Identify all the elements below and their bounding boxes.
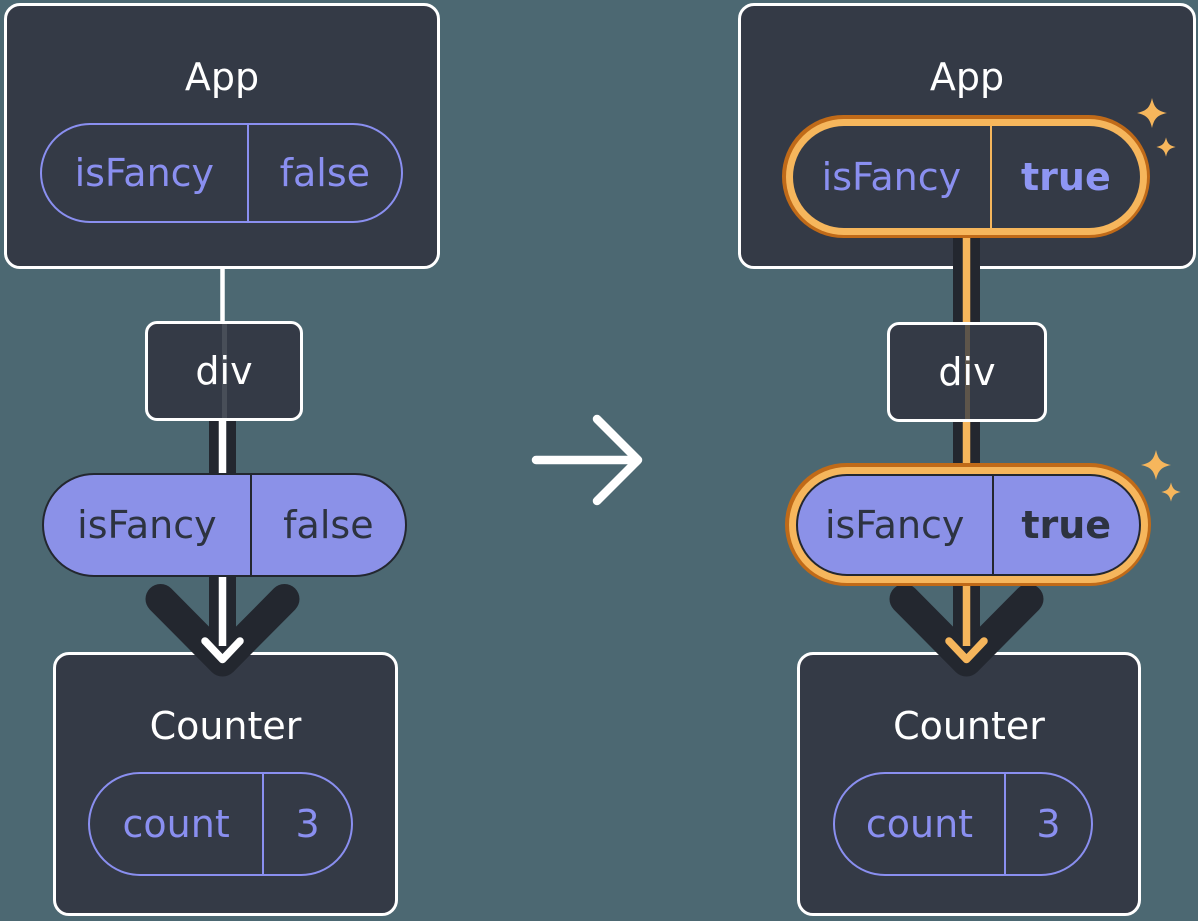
- sparkle-icon: [1141, 450, 1171, 480]
- counter-component-box-after: Counter: [797, 652, 1141, 916]
- div-node-label: div: [195, 349, 253, 393]
- arrow-down-tip-icon: [201, 637, 244, 664]
- arrow-down-tip-icon: [945, 637, 988, 664]
- prop-name-cell: isFancy: [793, 125, 993, 228]
- component-title: App: [929, 55, 1005, 99]
- state-pill-app-after-highlighted: isFancy true: [782, 115, 1150, 238]
- div-node-box-after: div: [887, 322, 1047, 422]
- passed-prop-pill-before: isFancy false: [42, 473, 407, 577]
- connector-stripe: [964, 325, 970, 419]
- state-value-cell: 3: [1036, 802, 1061, 846]
- connector-stripe: [221, 324, 227, 418]
- component-title: App: [184, 55, 260, 99]
- prop-value-cell: true: [1021, 502, 1112, 547]
- highlight-ring: isFancy true: [785, 118, 1147, 235]
- sparkle-icon: [1161, 482, 1181, 502]
- state-pill-counter-before: count 3: [88, 772, 353, 876]
- component-title: Counter: [149, 704, 302, 748]
- arrow-right-icon: [531, 414, 643, 506]
- prop-name-cell: isFancy: [44, 475, 252, 575]
- component-title: Counter: [893, 704, 1045, 748]
- passed-prop-pill-after-highlighted: isFancy true: [785, 463, 1151, 586]
- highlight-ring: isFancy true: [788, 466, 1148, 583]
- state-name-cell: count: [90, 774, 265, 874]
- prop-value-cell: false: [283, 503, 374, 547]
- state-pill-counter-after: count 3: [833, 772, 1093, 876]
- state-name-cell: count: [835, 774, 1006, 874]
- state-value-cell: 3: [295, 802, 320, 846]
- prop-value-cell: true: [1021, 154, 1111, 199]
- counter-component-box-before: Counter: [53, 652, 398, 916]
- prop-name-cell: isFancy: [798, 475, 994, 574]
- sparkle-icon: [1137, 98, 1167, 128]
- prop-value-cell: false: [279, 151, 371, 195]
- state-pill-app-before: isFancy false: [40, 123, 403, 223]
- div-node-label: div: [938, 350, 996, 394]
- sparkle-icon: [1156, 137, 1176, 157]
- prop-name-cell: isFancy: [42, 125, 249, 221]
- div-node-box-before: div: [145, 321, 303, 421]
